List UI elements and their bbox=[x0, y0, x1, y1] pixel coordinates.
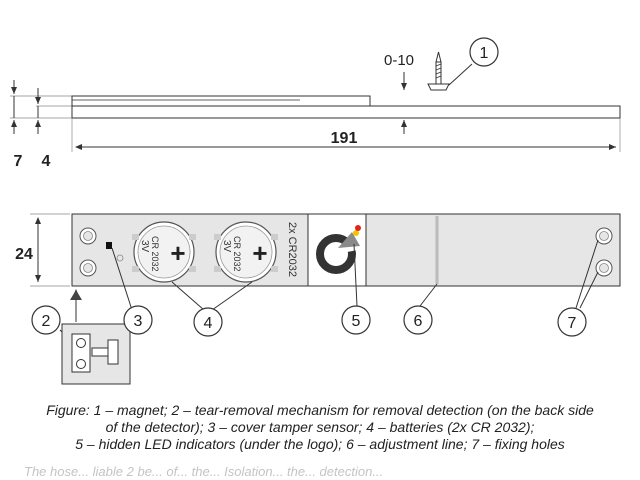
screw-icon bbox=[427, 51, 450, 91]
height-part-label: 4 bbox=[42, 153, 51, 170]
detector-body bbox=[365, 213, 621, 287]
fixing-hole-icon bbox=[79, 227, 97, 245]
battery-2: CR 2032 3V + bbox=[214, 221, 278, 283]
tear-removal-mechanism bbox=[61, 289, 131, 385]
svg-text:3V: 3V bbox=[139, 240, 150, 253]
svg-text:1: 1 bbox=[480, 45, 489, 62]
callout-7: 7 bbox=[557, 307, 587, 337]
svg-text:+: + bbox=[252, 238, 267, 268]
battery-spec-text: 2x CR2032 bbox=[286, 222, 298, 277]
width-dimension-label: 24 bbox=[15, 246, 33, 263]
callout-6: 6 bbox=[403, 305, 433, 335]
side-view: 0-10 1 191 7 4 bbox=[10, 37, 621, 170]
caption-line-3: 5 – hidden LED indicators (under the log… bbox=[75, 436, 565, 452]
svg-text:CR 2032: CR 2032 bbox=[150, 236, 160, 272]
battery-1: CR 2032 3V + bbox=[132, 221, 196, 283]
length-dimension-label: 191 bbox=[331, 130, 358, 147]
height-total-label: 7 bbox=[14, 153, 23, 170]
fixing-hole-icon bbox=[595, 227, 613, 245]
caption-line-1: Figure: 1 – magnet; 2 – tear-removal mec… bbox=[46, 402, 594, 418]
magnet-side-body bbox=[71, 95, 371, 107]
svg-text:+: + bbox=[170, 238, 185, 268]
callout-4: 4 bbox=[193, 307, 223, 337]
svg-text:6: 6 bbox=[414, 313, 423, 330]
tamper-sensor bbox=[106, 242, 112, 249]
svg-text:3: 3 bbox=[134, 313, 143, 330]
caption-line-2: of the detector); 3 – cover tamper senso… bbox=[105, 419, 535, 435]
callout-5: 5 bbox=[341, 305, 371, 335]
adjustment-range-label: 0-10 bbox=[384, 52, 414, 69]
figure-caption: Figure: 1 – magnet; 2 – tear-removal mec… bbox=[0, 402, 640, 453]
cut-off-body-text: The hose... liable 2 be... of... the... … bbox=[24, 464, 384, 479]
svg-text:4: 4 bbox=[204, 315, 213, 332]
top-view: 24 CR 2032 bbox=[15, 213, 621, 385]
svg-text:7: 7 bbox=[568, 315, 577, 332]
callout-1: 1 bbox=[469, 37, 499, 67]
callout-2: 2 bbox=[31, 305, 61, 335]
technical-drawing: 0-10 1 191 7 4 bbox=[10, 37, 621, 385]
svg-text:3V: 3V bbox=[221, 240, 232, 253]
svg-text:5: 5 bbox=[352, 313, 361, 330]
fixing-hole-icon bbox=[79, 259, 97, 277]
svg-text:CR 2032: CR 2032 bbox=[232, 236, 242, 272]
fixing-hole-icon bbox=[595, 259, 613, 277]
callout-3: 3 bbox=[123, 305, 153, 335]
device-side-body bbox=[71, 105, 621, 119]
svg-text:2: 2 bbox=[42, 313, 51, 330]
